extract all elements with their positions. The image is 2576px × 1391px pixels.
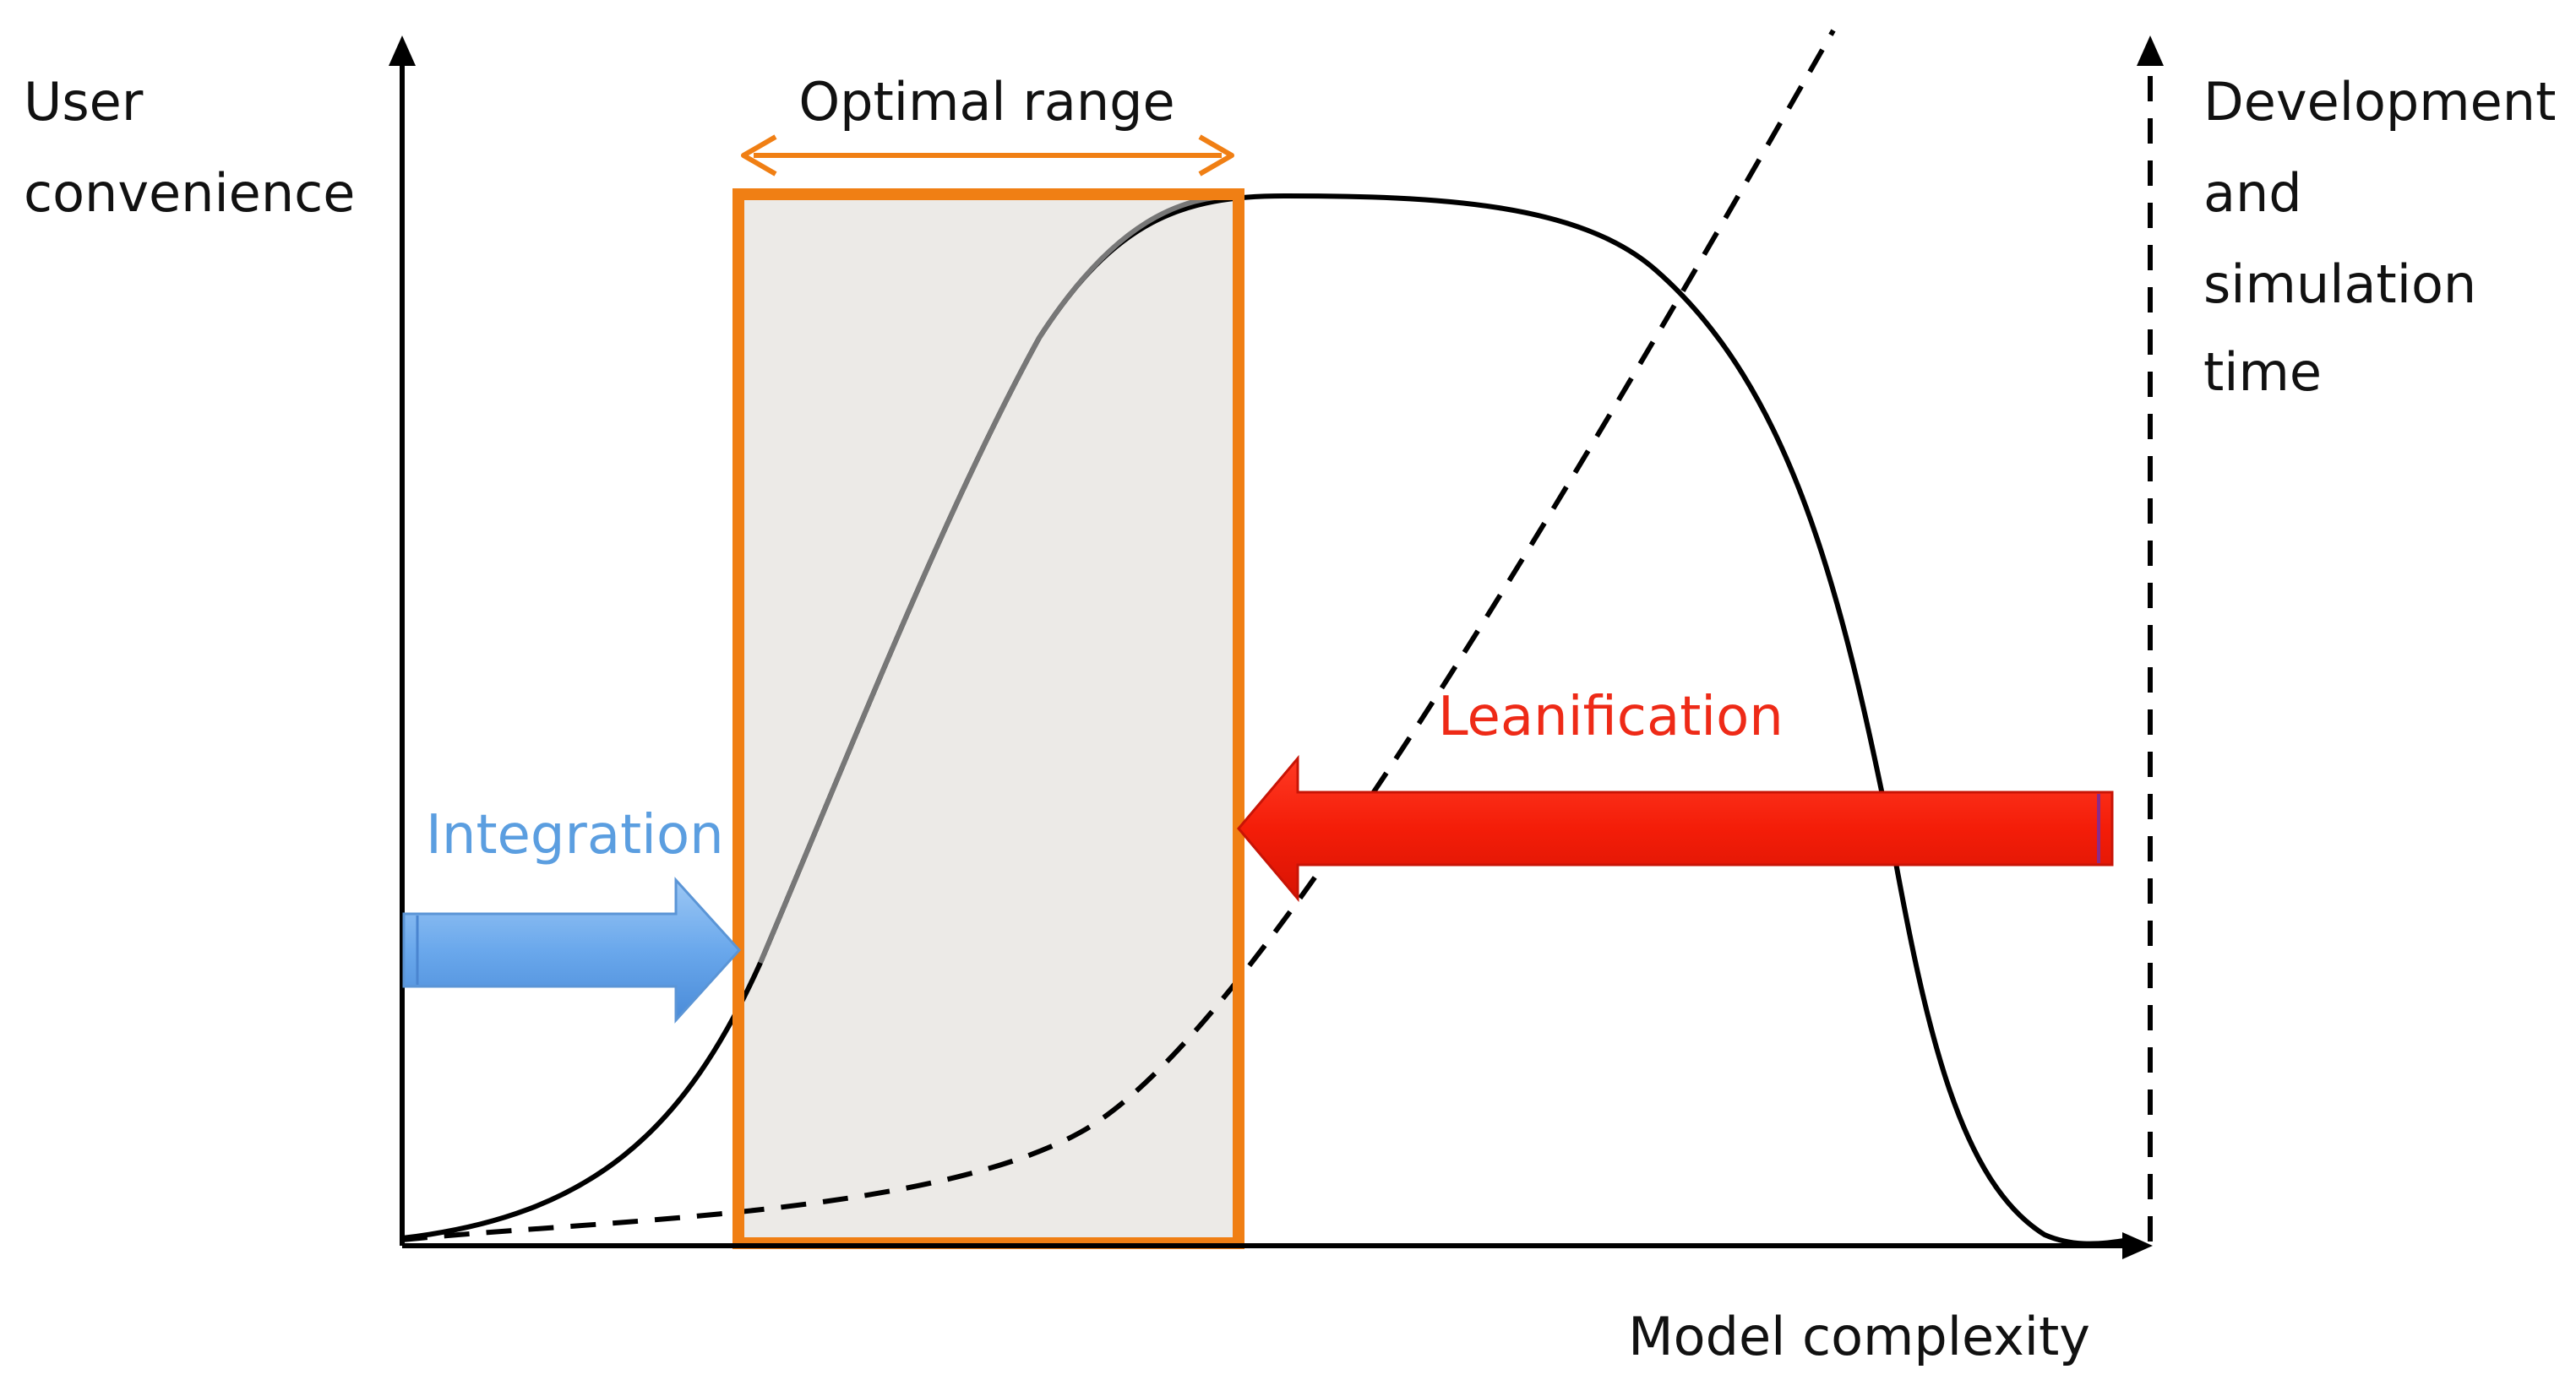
- right-axis-label-line-1: Development: [2203, 71, 2556, 133]
- x-axis-label: Model complexity: [1628, 1306, 2090, 1367]
- user-convenience-curve: [401, 193, 2130, 1247]
- x-axis-arrowhead: [2122, 1232, 2153, 1259]
- left-y-axis-arrowhead: [389, 35, 416, 66]
- optimal-range-arrow-right-head: [1198, 134, 1234, 177]
- leanification-label: Leanification: [1438, 686, 1784, 748]
- optimal-range-box: [732, 188, 1244, 1249]
- user-convenience-curve-optimal-segment: [758, 193, 1239, 964]
- left-axis-label-line-1: User: [24, 71, 144, 133]
- integration-label: Integration: [426, 804, 724, 867]
- integration-arrow: [402, 877, 742, 1024]
- development-time-curve: [401, 29, 1836, 1242]
- right-axis-label-line-2: and: [2203, 162, 2302, 224]
- left-axis-label-line-2: convenience: [24, 162, 355, 224]
- right-axis-label-line-3: simulation: [2203, 253, 2476, 315]
- optimal-range-arrow-left-head: [741, 134, 777, 177]
- right-axis-label-line-4: time: [2203, 341, 2322, 403]
- right-y-axis-arrowhead: [2137, 35, 2164, 66]
- leanification-arrow: [1237, 754, 2114, 903]
- optimal-range-label: Optimal range: [798, 71, 1174, 133]
